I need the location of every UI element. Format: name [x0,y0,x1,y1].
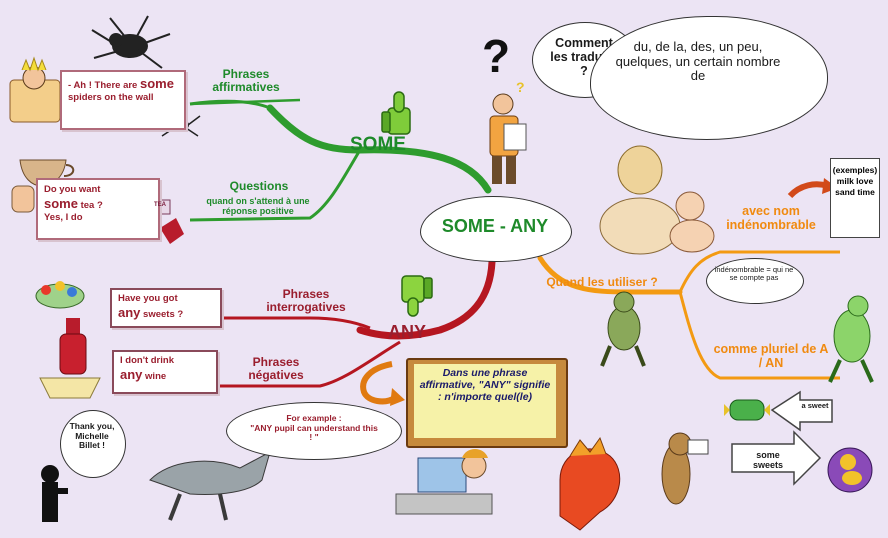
mother-baby-illustration [599,145,715,255]
example-affirmative-key: some [139,76,174,91]
branch-any-interrogative [200,316,371,330]
arrow-curve-icon [360,361,405,406]
example-question-post: tea ? [80,199,103,211]
scared-person-illustration [9,56,61,123]
thumbs-up-icon [381,91,411,135]
example-cloud-line1: For example : [286,413,342,423]
example-question-answer: Yes, I do [44,212,83,224]
thanks-bubble [60,410,126,478]
example-question-pre: Do you want [44,184,101,195]
tea-tag: TEA [154,202,166,208]
center-label: SOME - ANY [441,216,549,236]
any-label: ANY [388,322,427,342]
example-interrogative-key: any [118,304,141,320]
branch-usage-plural [678,291,840,380]
branch-some-questions [189,149,362,222]
spider-icon [91,15,171,69]
dinosaur-gray-icon [149,451,271,521]
branch-any-negative [200,340,401,388]
candy-jar-icon [35,281,85,309]
example-question-key: some [44,195,78,211]
svg-text:?: ? [516,79,525,95]
usage-plural: comme pluriel de A / AN [713,342,829,370]
branch-some-main [266,104,492,194]
board [414,364,556,438]
uncountable-note-cloud [706,258,804,304]
dinosaur-green-icon [828,295,874,383]
branch-usage-uncountable [678,250,840,293]
example-cloud-line2: "ANY pupil can understand this ! " [250,422,378,443]
branch-label-negatives: Phrases négatives [248,355,304,383]
dinosaur-small-icon [600,291,646,367]
thumbs-down-icon [401,275,433,317]
example-interrogative-pre: Have you got [118,293,178,304]
example-negative-box: I don't drink any wine [112,350,218,394]
question-mark-icon: ? ? [482,30,525,95]
example-affirmative-post: spiders on the wall [68,92,154,104]
branch-label-interrogatives: Phrases interrogatives [266,287,346,315]
example-negative-post: wine [145,370,167,382]
branch-some-affirmative-top [189,98,301,106]
coyote-illustration [661,432,709,505]
example-cloud [226,402,402,460]
some-label: SOME [350,134,406,155]
translation-cloud-text: du, de la, des, un peu, quelques, un cer… [615,39,781,84]
examples-box-text: (exemples) milk love sand time [832,165,878,198]
duck-icon [827,447,873,493]
center-cloud [420,196,572,262]
branch-any-main [356,258,496,340]
dinosaur-red-icon [559,436,621,531]
candy-icon [724,399,770,421]
thanks-bubble-text: Thank you, Michelle Billet ! [69,421,115,451]
silhouette-figure [41,465,68,522]
translation-cloud [590,16,828,140]
example-negative-pre: I don't drink [120,355,174,366]
a-sweet-label: a sweet [801,401,829,410]
board-text: Dans une phrase affirmative, "ANY" signi… [419,367,551,403]
examples-box: (exemples) milk love sand time [830,158,880,238]
example-cloud-text: For example : "ANY pupil can understand … [250,413,378,443]
some-sweets-label: some sweets [752,450,784,471]
a-sweet-arrow [770,390,833,432]
uncountable-note: indénombrable = qui ne se compte pas [714,265,794,283]
example-interrogative-box: Have you got any sweets ? [110,288,222,328]
wine-bottle-icon [39,318,101,399]
branch-label-affirmatives: Phrases affirmatives [212,67,280,95]
example-affirmative-pre: - Ah ! There are [68,80,138,91]
example-affirmative-box: - Ah ! There are some spiders on the wal… [60,70,186,130]
computer-kid-illustration [395,449,493,515]
example-interrogative-post: sweets ? [143,308,184,320]
branch-note-questions: quand on s'attend à une réponse positive [206,196,310,217]
usage-label: Quand les utiliser ? [546,275,658,289]
teacher-figure [489,93,527,184]
example-negative-key: any [120,366,143,382]
some-sweets-arrow [731,430,822,486]
svg-text:?: ? [482,30,510,82]
example-question-box: Do you want some tea ? Yes, I do [36,178,160,240]
usage-uncountable: avec nom indénombrable [726,204,816,232]
branch-label-questions: Questions [229,179,289,193]
